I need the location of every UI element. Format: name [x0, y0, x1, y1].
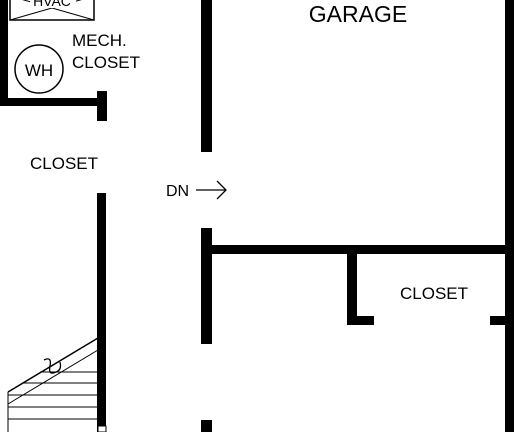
right-closet-label: CLOSET [400, 284, 468, 303]
water-heater-label: WH [25, 61, 53, 80]
garage-label: GARAGE [309, 1, 407, 27]
hvac-unit: HVAC [9, 0, 95, 21]
arrow-right-icon [196, 180, 227, 200]
hvac-label: HVAC [33, 0, 71, 9]
water-heater-icon: WH [14, 44, 64, 94]
mech-closet-label-line2: CLOSET [72, 53, 140, 72]
mech-closet-label-line1: MECH. [72, 31, 127, 50]
left-closet-label: CLOSET [30, 154, 98, 173]
staircase [7, 337, 99, 432]
stair-direction-label: DN [166, 183, 189, 200]
stair-wall-marker [97, 425, 107, 432]
